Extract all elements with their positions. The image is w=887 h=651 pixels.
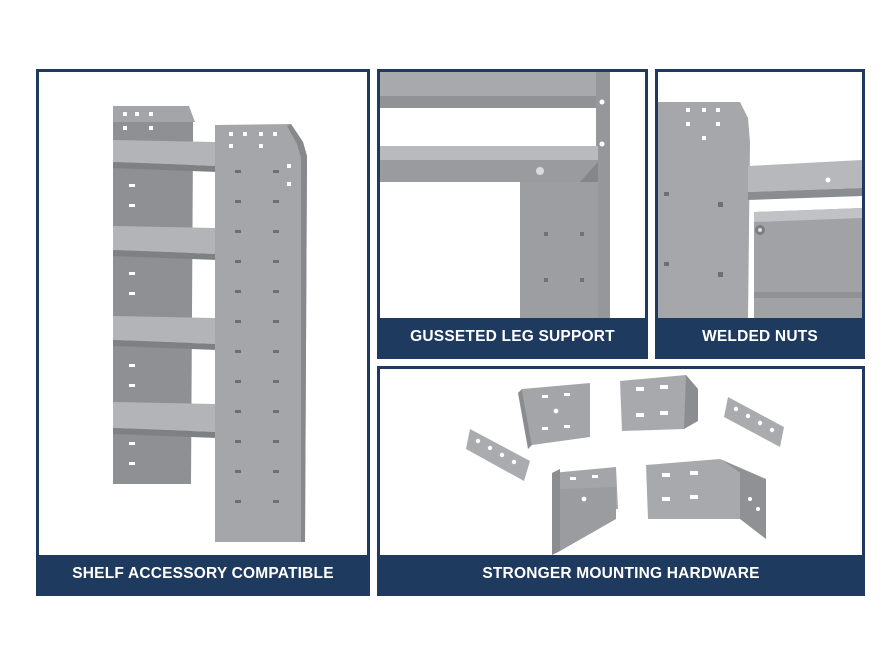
leg-support-image: [380, 72, 610, 318]
shelf-accessory-caption: SHELF ACCESSORY COMPATIBLE: [39, 555, 367, 593]
shelf-unit-image: [113, 106, 307, 542]
gusseted-leg-caption: GUSSETED LEG SUPPORT: [380, 318, 645, 356]
mounting-hardware-image: [466, 375, 784, 555]
welded-nuts-caption: WELDED NUTS: [658, 318, 862, 356]
welded-nuts-panel: WELDED NUTS: [655, 69, 865, 359]
mounting-hardware-panel: STRONGER MOUNTING HARDWARE: [377, 366, 865, 596]
mounting-hardware-caption: STRONGER MOUNTING HARDWARE: [380, 555, 862, 593]
shelf-accessory-panel: SHELF ACCESSORY COMPATIBLE: [36, 69, 370, 596]
gusseted-leg-panel: GUSSETED LEG SUPPORT: [377, 69, 648, 359]
welded-nuts-image: [658, 102, 862, 318]
